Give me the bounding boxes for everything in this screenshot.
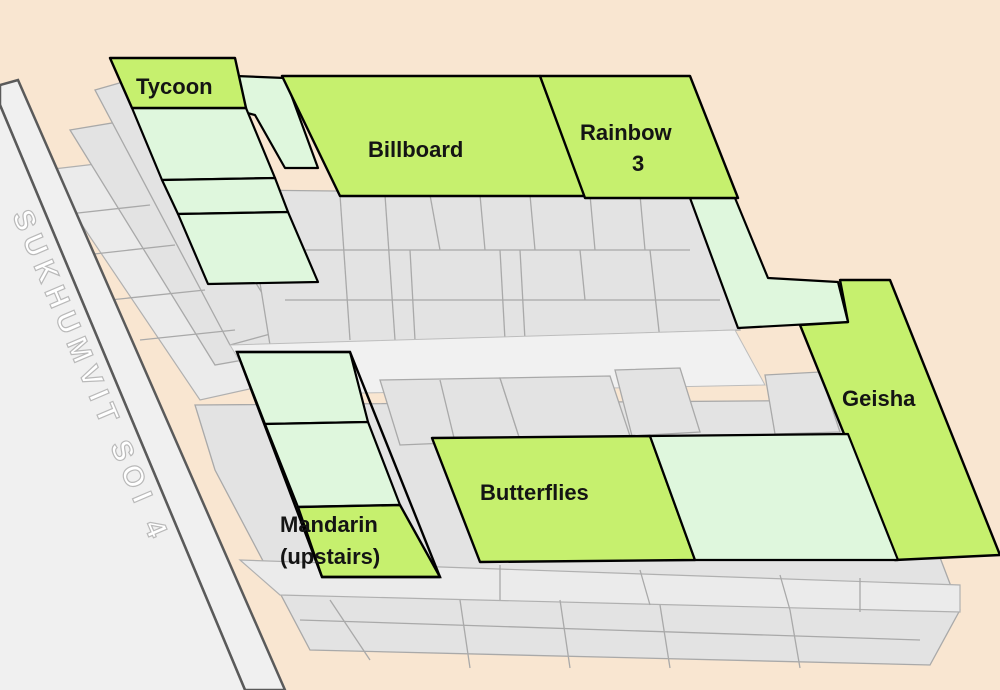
upper-floor-grid-9: [639, 194, 646, 251]
mandarin-label-line1: Mandarin: [280, 512, 378, 537]
tycoon-label: Tycoon: [136, 74, 213, 99]
venue-tycoon-lower-3[interactable]: [176, 210, 320, 286]
venue-tycoon-lower-2[interactable]: [160, 176, 290, 216]
upper-floor-blocks: [244, 189, 741, 346]
lower-floor-grid-9: [779, 574, 791, 611]
lower-floor-grid-5: [789, 609, 801, 669]
left-floor-grid-4: [139, 329, 236, 341]
sukhumvit-soi-4-street: [0, 78, 287, 690]
upper-floor-grid-8: [589, 194, 596, 251]
upper-floor-grid-13: [579, 249, 586, 301]
left-floor-grid-2: [84, 244, 176, 256]
lower-floor-grid-4: [659, 604, 671, 669]
billboard-label: Billboard: [368, 137, 463, 162]
middle-floor-grid: [439, 379, 456, 443]
mandarin-column-outline: [235, 350, 442, 579]
middle-floor-block-1: [379, 377, 521, 446]
lower-floor-grid-8: [639, 569, 651, 606]
venue-blocks: [108, 56, 1000, 579]
venue-rainbow-3[interactable]: [538, 74, 740, 200]
lower-floor-grid: [329, 599, 371, 661]
upper-floor-slab: [244, 189, 741, 346]
venue-labels: Tycoon Billboard Rainbow 3 Geisha Butter…: [136, 74, 916, 569]
rainbow-label-line2: 3: [632, 151, 644, 176]
venue-tycoon[interactable]: [108, 56, 248, 110]
lower-floor-grid-3: [559, 599, 571, 669]
venue-butterflies-annex[interactable]: [648, 432, 900, 562]
middle-floor-block-2: [499, 375, 631, 441]
geisha-label: Geisha: [842, 386, 916, 411]
upper-floor-grid-3: [339, 194, 351, 341]
upper-floor-grid-5: [429, 194, 441, 251]
middle-floor-block-4: [764, 371, 841, 435]
rainbow-label-line1: Rainbow: [580, 120, 673, 145]
upper-floor-grid-11: [499, 249, 506, 341]
lower-floor-grid-6: [299, 619, 921, 641]
middle-floor-block-3: [614, 367, 701, 437]
upper-floor-grid-4: [384, 194, 396, 341]
street-edge-line: [0, 104, 247, 690]
butterflies-label: Butterflies: [480, 480, 589, 505]
middle-floor-blocks: [379, 367, 841, 446]
mandarin-label-line2: (upstairs): [280, 544, 380, 569]
upper-floor-grid-14: [649, 249, 661, 341]
upper-floor-grid-12: [519, 249, 526, 341]
upper-floor-grid-10: [409, 249, 416, 341]
lower-floor-grid-2: [459, 599, 471, 669]
left-floor-grid-3: [109, 289, 206, 301]
upper-floor-grid-7: [529, 194, 536, 251]
upper-floor-grid-6: [479, 194, 486, 251]
